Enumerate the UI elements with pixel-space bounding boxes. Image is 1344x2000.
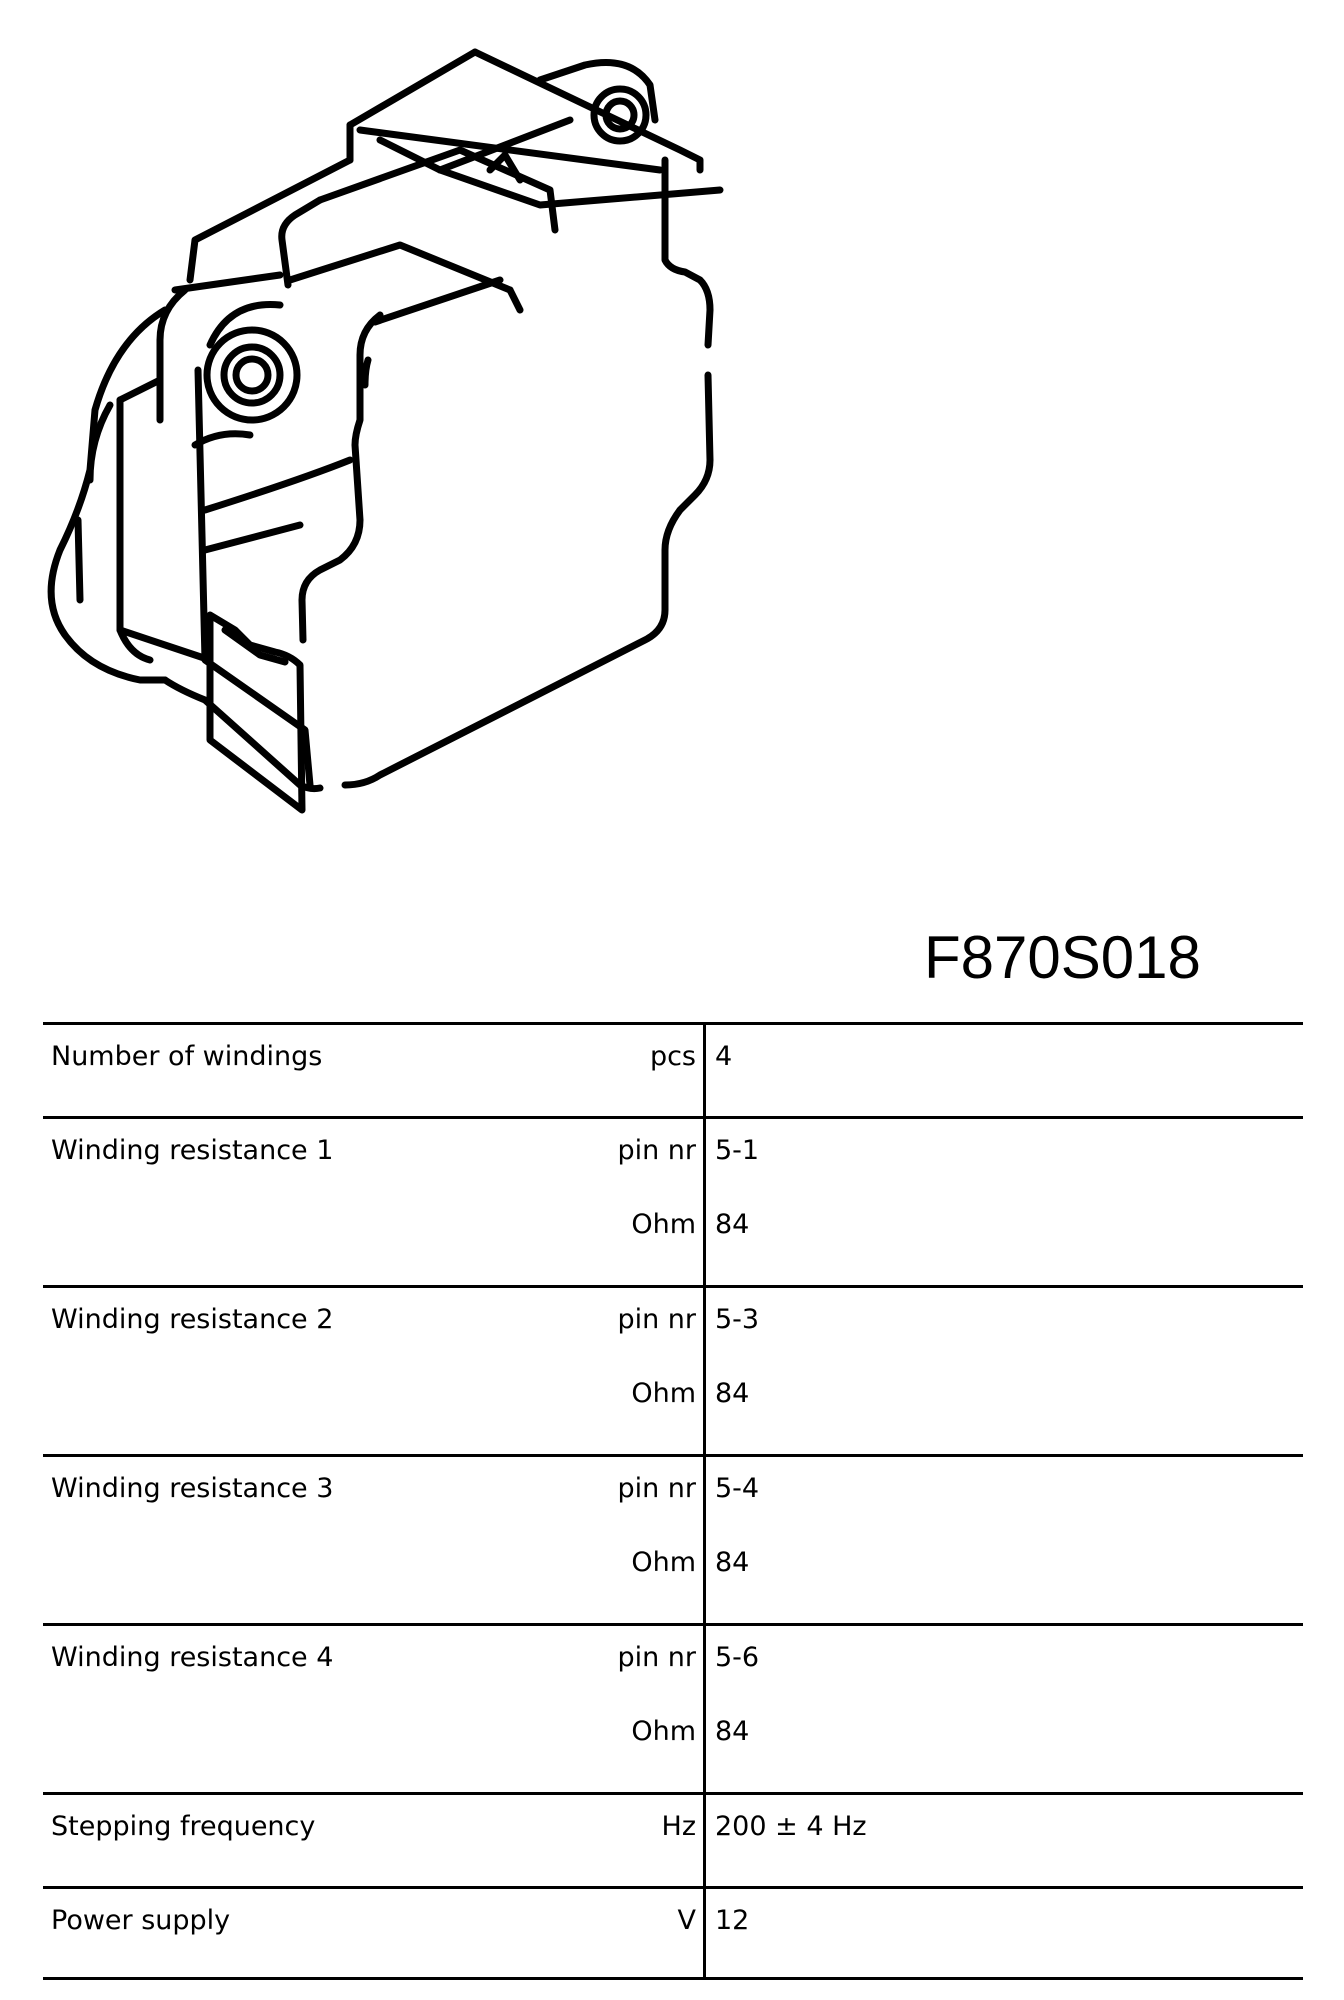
value: 84 xyxy=(715,1378,750,1409)
value: 84 xyxy=(715,1716,750,1747)
param-label: Number of windings xyxy=(51,1041,323,1072)
unit-label: Ohm xyxy=(631,1716,696,1747)
value: 5-6 xyxy=(715,1642,760,1673)
value: 12 xyxy=(715,1905,750,1936)
value: 5-1 xyxy=(715,1135,760,1166)
figure-code: F870S018 xyxy=(924,924,1201,991)
unit-label: pin nr xyxy=(617,1473,696,1504)
value: 84 xyxy=(715,1547,750,1578)
unit-label: pin nr xyxy=(617,1304,696,1335)
unit-label: Hz xyxy=(661,1811,696,1842)
unit-label: pcs xyxy=(649,1041,696,1072)
value: 200 ± 4 Hz xyxy=(715,1811,867,1842)
value: 5-3 xyxy=(715,1304,760,1335)
param-label: Stepping frequency xyxy=(51,1811,316,1842)
column-divider xyxy=(703,1025,706,1116)
spec-table: Number of windings pcs 4 Winding resista… xyxy=(43,1022,1303,1980)
spec-row-power-supply: Power supply V 12 xyxy=(43,1886,1303,1980)
spec-row-winding-resistance-2: Winding resistance 2 pin nr 5-3 Ohm 84 xyxy=(43,1285,1303,1454)
param-label: Winding resistance 1 xyxy=(51,1135,334,1166)
column-divider xyxy=(703,1119,706,1285)
stepper-motor-illustration xyxy=(47,48,724,814)
param-label: Winding resistance 3 xyxy=(51,1473,334,1504)
unit-label: Ohm xyxy=(631,1378,696,1409)
unit-label: pin nr xyxy=(617,1642,696,1673)
value: 5-4 xyxy=(715,1473,760,1504)
column-divider xyxy=(703,1288,706,1454)
column-divider xyxy=(703,1457,706,1623)
spec-row-winding-resistance-3: Winding resistance 3 pin nr 5-4 Ohm 84 xyxy=(43,1454,1303,1623)
unit-label: pin nr xyxy=(617,1135,696,1166)
param-label: Winding resistance 2 xyxy=(51,1304,334,1335)
spec-row-winding-resistance-4: Winding resistance 4 pin nr 5-6 Ohm 84 xyxy=(43,1623,1303,1792)
unit-label: V xyxy=(677,1905,696,1936)
param-label: Winding resistance 4 xyxy=(51,1642,334,1673)
value: 84 xyxy=(715,1209,750,1240)
unit-label: Ohm xyxy=(631,1209,696,1240)
value: 4 xyxy=(715,1041,733,1072)
column-divider xyxy=(703,1626,706,1792)
param-label: Power supply xyxy=(51,1905,231,1936)
spec-row-number-of-windings: Number of windings pcs 4 xyxy=(43,1022,1303,1116)
spec-row-winding-resistance-1: Winding resistance 1 pin nr 5-1 Ohm 84 xyxy=(43,1116,1303,1285)
column-divider xyxy=(703,1889,706,1977)
column-divider xyxy=(703,1795,706,1886)
unit-label: Ohm xyxy=(631,1547,696,1578)
spec-row-stepping-frequency: Stepping frequency Hz 200 ± 4 Hz xyxy=(43,1792,1303,1886)
